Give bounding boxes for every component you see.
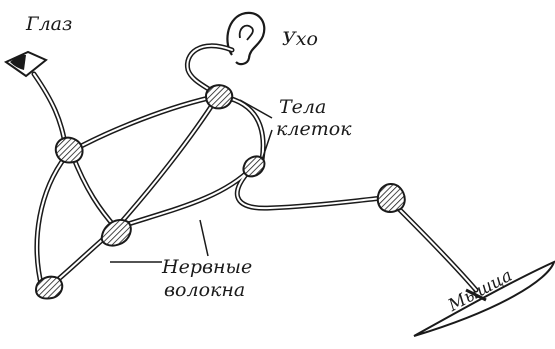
cell-body-top — [206, 85, 232, 108]
cell-body-left — [56, 138, 83, 163]
label-nerve-fibers-line1: Нервные — [162, 258, 252, 277]
label-ear: Ухо — [282, 30, 318, 49]
ear-icon — [227, 13, 264, 64]
cell-body-center — [102, 220, 131, 246]
label-eye: Глаз — [26, 15, 72, 34]
cell-body-bottom — [36, 277, 62, 299]
label-cell-bodies-line2: клеток — [276, 120, 352, 139]
cell-body-far-right — [378, 184, 405, 212]
cell-body-right — [243, 156, 264, 176]
label-nerve-fibers-line2: волокна — [164, 281, 245, 300]
eye-icon — [6, 52, 46, 76]
label-cell-bodies-line1: Тела — [279, 98, 326, 117]
